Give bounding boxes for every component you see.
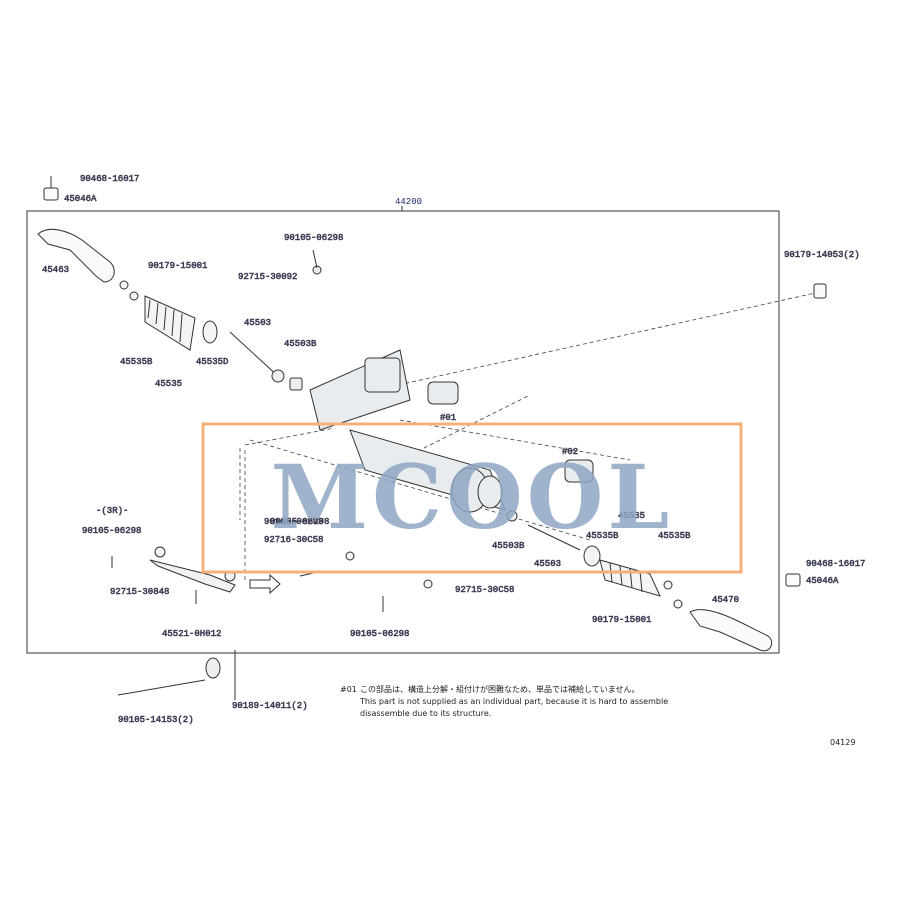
- note-japanese: この部品は、構造上分解・組付けが困難なため、単品では補給していません。: [360, 684, 640, 694]
- part-label: 45503B: [284, 339, 317, 349]
- dashed-leaders: [239, 291, 821, 580]
- part-label: 45521-0H012: [162, 629, 221, 639]
- part-label: 45535B: [658, 531, 691, 541]
- part-label: 45535D: [196, 357, 228, 367]
- note-marker: #01: [340, 685, 357, 694]
- part-label: 90179-15001: [148, 261, 207, 271]
- part-label: 90105-06298: [350, 629, 409, 639]
- part-label: 92715-30092: [238, 272, 297, 282]
- inner-tie-rod-left: [229, 331, 303, 391]
- part-label: 90105-06298: [270, 517, 329, 527]
- part-label: 90179-15001: [592, 615, 651, 625]
- part-label: 45535: [155, 379, 182, 389]
- part-label: 90105-06298: [284, 233, 343, 243]
- part-label: 92716-30C58: [264, 535, 323, 545]
- part-label: 45463: [42, 265, 69, 275]
- part-label: 90189-14011(2): [232, 701, 308, 711]
- note-english-2: disassemble due to its structure.: [360, 709, 491, 718]
- part-label: 90105-06298: [82, 526, 141, 536]
- part-label: 45503B: [492, 541, 525, 551]
- part-label: 45535: [618, 511, 645, 521]
- steering-boot-right: [583, 545, 683, 609]
- long-bolt: [117, 650, 236, 700]
- assembly-frame: [26, 210, 780, 654]
- part-label: 45535B: [586, 531, 619, 541]
- part-label: 92715-30848: [110, 587, 169, 597]
- part-label: 90179-14053(2): [784, 250, 860, 260]
- part-label: 45470: [712, 595, 739, 605]
- mounting-bracket: [111, 546, 433, 612]
- part-label: 90105-14153(2): [118, 715, 194, 725]
- part-label: #02: [562, 447, 578, 457]
- watermark-logo: MCOOL: [271, 445, 674, 549]
- part-label: 92715-30C58: [455, 585, 514, 595]
- tie-rod-end-right: [689, 283, 827, 652]
- assembly-label: 44200: [395, 197, 422, 207]
- figure-id: 04129: [830, 738, 855, 747]
- rack-housing: [309, 249, 594, 513]
- watermark-frame: [201, 422, 743, 574]
- direction-arrow: [249, 573, 281, 595]
- part-label: 45046A: [64, 194, 97, 204]
- tie-rod-end-left: [37, 176, 115, 283]
- part-label: 45046A: [806, 576, 839, 586]
- steering-boot-left: [119, 280, 218, 351]
- part-label: 90468-16017: [80, 174, 139, 184]
- inner-tie-rod-right: [506, 510, 581, 551]
- part-label: 45503: [534, 559, 561, 569]
- part-label: 90468-16017: [806, 559, 865, 569]
- note-english-1: This part is not supplied as an individu…: [359, 697, 668, 706]
- part-labels: 90468-16017 45046A 45463 90179-15001 455…: [42, 174, 866, 726]
- part-label: 90105-06298: [264, 517, 323, 527]
- part-label: 45535B: [120, 357, 153, 367]
- small-label: -(3R)-: [96, 506, 128, 516]
- part-label: #01: [440, 413, 456, 423]
- part-label: 45503: [244, 318, 271, 328]
